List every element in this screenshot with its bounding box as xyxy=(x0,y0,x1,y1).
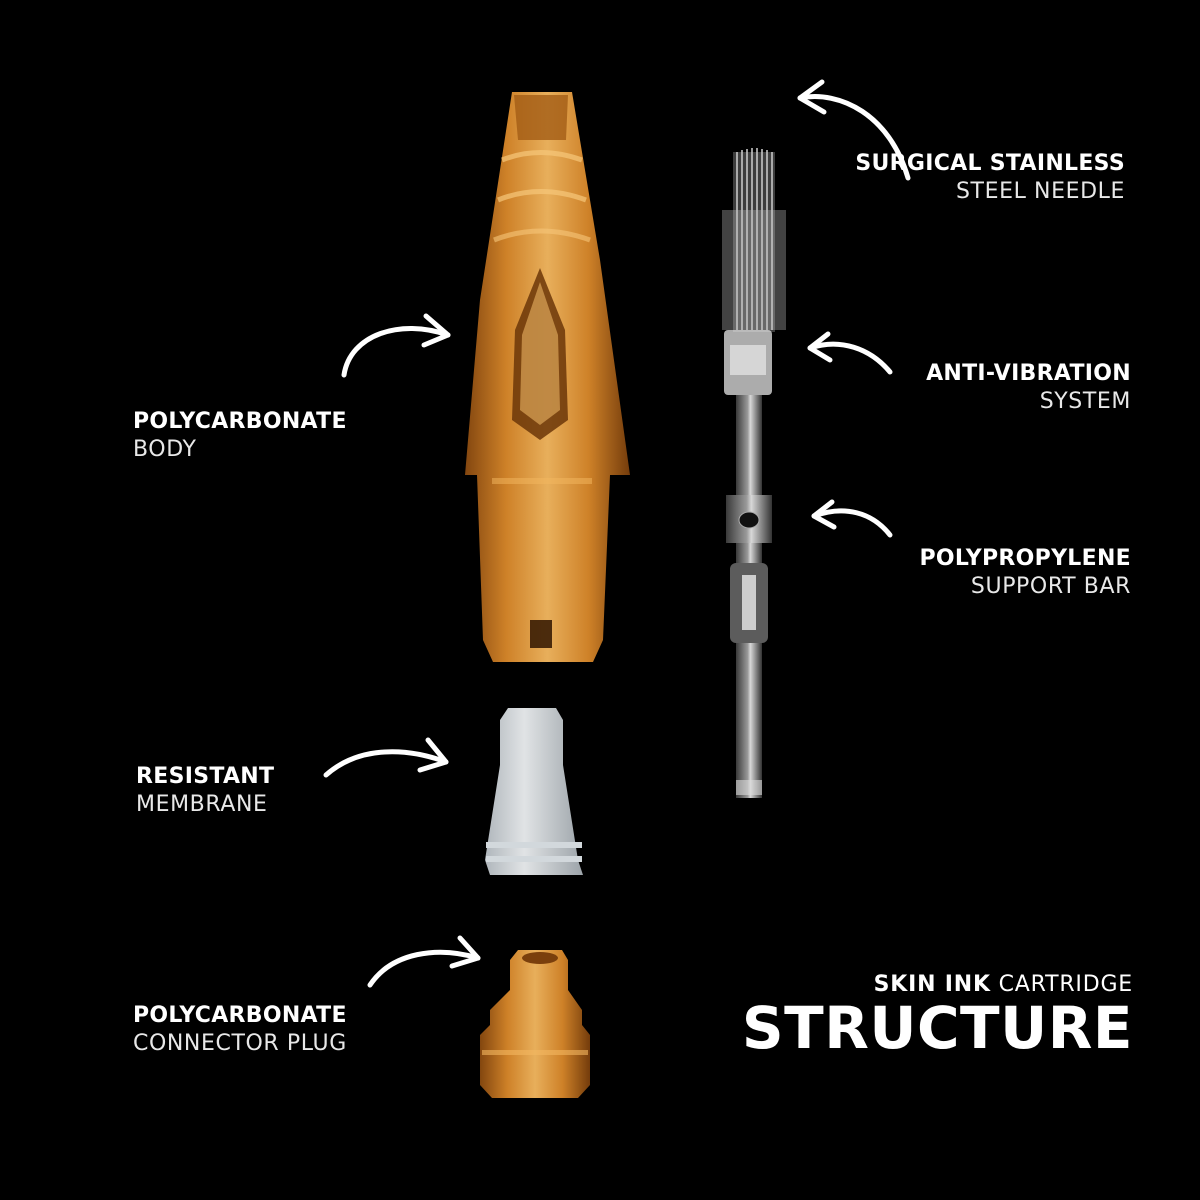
title-subline: SKIN INK CARTRIDGE xyxy=(742,972,1133,997)
label-anti-vibration: ANTI-VIBRATION SYSTEM xyxy=(926,360,1131,415)
polycarbonate-body xyxy=(465,92,630,662)
label-needle: SURGICAL STAINLESS STEEL NEEDLE xyxy=(855,150,1125,205)
resistant-membrane xyxy=(485,708,583,875)
arrow-connector xyxy=(367,935,481,988)
title-brand: SKIN INK xyxy=(873,972,991,997)
arrow-membrane xyxy=(323,737,449,778)
label-resistant-membrane-sub: MEMBRANE xyxy=(136,791,268,817)
label-support-bar-title: POLYPROPYLENE xyxy=(919,546,1131,571)
arrow-anti-vibration xyxy=(807,331,893,375)
label-anti-vibration-title: ANTI-VIBRATION xyxy=(926,361,1131,386)
arrow-needle xyxy=(797,79,911,181)
label-anti-vibration-sub: SYSTEM xyxy=(1039,388,1131,414)
label-connector-plug: POLYCARBONATE CONNECTOR PLUG xyxy=(133,1002,347,1057)
label-support-bar: POLYPROPYLENE SUPPORT BAR xyxy=(919,545,1131,600)
title-heading: STRUCTURE xyxy=(741,994,1133,1062)
label-connector-plug-title: POLYCARBONATE xyxy=(133,1003,347,1028)
anti-vibration-hub xyxy=(724,330,772,395)
label-resistant-membrane: RESISTANT MEMBRANE xyxy=(136,763,274,818)
label-resistant-membrane-title: RESISTANT xyxy=(136,764,275,789)
arrow-body xyxy=(341,313,451,378)
label-support-bar-sub: SUPPORT BAR xyxy=(970,573,1131,599)
label-polycarbonate-body: POLYCARBONATE BODY xyxy=(133,408,347,463)
title-block: SKIN INK CARTRIDGE STRUCTURE xyxy=(742,972,1133,1061)
label-connector-plug-sub: CONNECTOR PLUG xyxy=(133,1030,347,1056)
label-needle-sub: STEEL NEEDLE xyxy=(955,178,1125,204)
needle-assembly xyxy=(722,148,786,798)
label-polycarbonate-body-sub: BODY xyxy=(133,436,197,462)
title-product: CARTRIDGE xyxy=(998,972,1133,997)
label-needle-title: SURGICAL STAINLESS xyxy=(855,151,1125,176)
connector-plug xyxy=(480,950,590,1098)
support-bar xyxy=(726,395,772,798)
steel-needle-tips xyxy=(722,148,786,332)
arrow-support-bar xyxy=(811,499,893,538)
label-polycarbonate-body-title: POLYCARBONATE xyxy=(133,409,347,434)
